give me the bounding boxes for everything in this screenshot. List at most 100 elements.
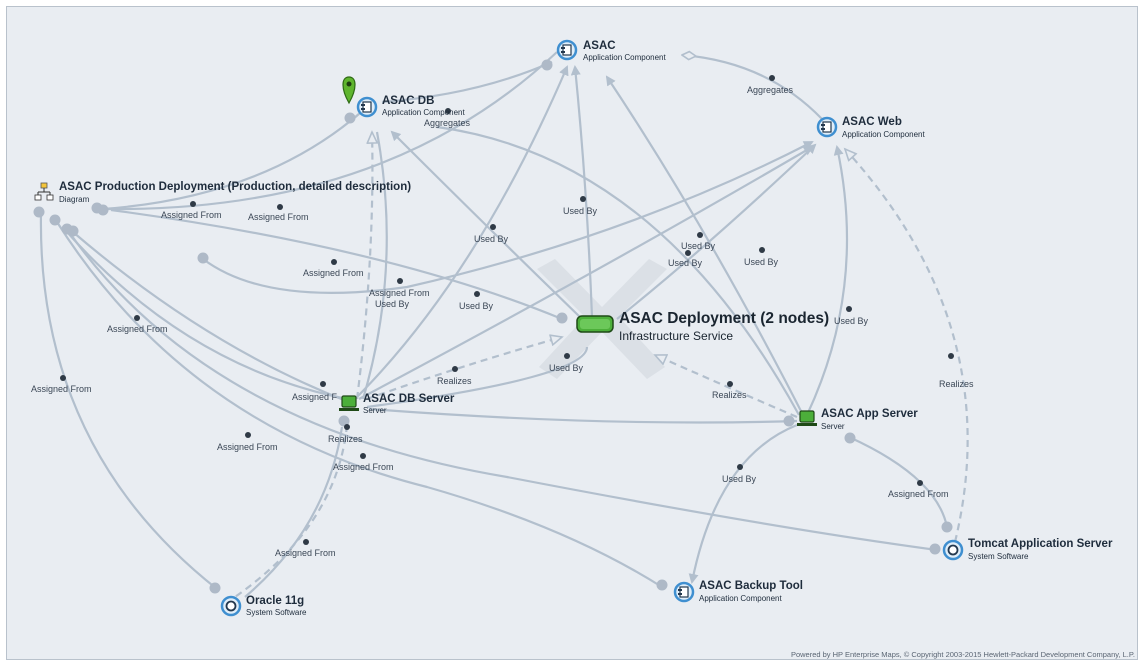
edge-aggregates-db (381, 60, 553, 104)
node-name: ASAC (583, 40, 616, 52)
edge-deploy-asac (106, 51, 558, 211)
edge-appserver-backup (688, 423, 798, 584)
infrastructure-service-icon-inner (580, 319, 610, 329)
edge-label: Realizes (328, 434, 363, 444)
edge-endpoints (33, 59, 953, 594)
edge-deploy-focus (110, 208, 563, 321)
copyright-footer: Powered by HP Enterprise Maps, © Copyrig… (791, 650, 1135, 659)
node-name: ASAC App Server (821, 408, 918, 420)
node-type: Application Component (842, 130, 925, 139)
edge-aggregates-web (682, 55, 823, 120)
server-icon (797, 410, 817, 426)
edge-dbserver-focus-realizes (366, 337, 562, 401)
node-name: Tomcat Application Server (968, 538, 1113, 550)
edge-deploy-backup (56, 221, 663, 588)
edge-appserver-asac (605, 75, 804, 416)
edge-label: Used By (681, 241, 716, 251)
edge-label: Realizes (939, 379, 974, 389)
server-icon (339, 395, 359, 411)
edge-appserver-web (806, 145, 849, 416)
system-software-icon (942, 539, 964, 561)
edge-deploy-oracle (39, 212, 218, 590)
edge-label: Used By (722, 474, 757, 484)
focus-node[interactable]: ASAC Deployment (2 nodes) Infrastructure… (576, 310, 829, 343)
node-asac-db[interactable]: ASAC DB Application Component (342, 76, 465, 118)
relationship-graph[interactable]: Aggregates Aggregates Used By Used By As… (7, 7, 1138, 660)
node-name: ASAC DB Server (363, 393, 455, 405)
edge-dbserver-appserver (366, 346, 798, 424)
edge-label: Used By (563, 206, 598, 216)
node-type: Application Component (583, 53, 666, 62)
edge-dbserver-asac (354, 65, 569, 400)
edge-dbserver-db-dash (355, 132, 372, 400)
edge-label: Aggregates (424, 118, 471, 128)
node-type: Application Component (382, 108, 465, 117)
edge-label: Assigned From (333, 462, 394, 472)
edge-label: Realizes (437, 376, 472, 386)
node-type: Server (821, 422, 845, 431)
node-asac-db-server[interactable]: ASAC DB Server Server (339, 393, 455, 415)
edge-dbserver-web (358, 145, 814, 400)
edge-label: Used By (668, 258, 703, 268)
edge-label: Assigned From (31, 384, 92, 394)
node-type: System Software (968, 552, 1029, 561)
node-tomcat[interactable]: Tomcat Application Server System Softwar… (942, 538, 1113, 561)
node-asac-app-server[interactable]: ASAC App Server Server (797, 408, 918, 431)
edge-label: Assigned From (217, 442, 278, 452)
edges (39, 51, 969, 600)
node-name: ASAC Web (842, 116, 902, 128)
edge-oracle-dbserver (244, 426, 344, 598)
edge-deploy-tomcat (68, 231, 938, 552)
node-name: ASAC Production Deployment (Production, … (59, 181, 411, 193)
edge-label: Used By (834, 316, 869, 326)
edge-label: Realizes (712, 390, 747, 400)
node-type: Diagram (59, 195, 90, 204)
node-name: ASAC DB (382, 95, 434, 107)
edge-label: Used By (744, 257, 779, 267)
node-asac-web[interactable]: ASAC Web Application Component (816, 116, 925, 139)
edge-tomcat-web-realizes (845, 149, 969, 543)
edge-appserver-focus-realizes (655, 353, 798, 419)
edge-label: Assigned From (161, 210, 222, 220)
relationship-map[interactable]: Aggregates Aggregates Used By Used By As… (6, 6, 1138, 660)
edge-midpoints (60, 75, 954, 545)
edge-label: Assigned From (888, 489, 949, 499)
diagram-icon (34, 182, 54, 201)
component-icon (816, 116, 838, 138)
node-name: ASAC Backup Tool (699, 580, 803, 592)
node-type: System Software (246, 608, 307, 617)
edge-dbserver-oracle-realizes (231, 424, 349, 600)
edge-appserver-tomcat (848, 435, 949, 528)
edge-label: Used By (549, 363, 584, 373)
node-oracle[interactable]: Oracle 11g System Software (220, 595, 307, 617)
edge-deploy-db (102, 106, 368, 211)
node-asac[interactable]: ASAC Application Component (556, 39, 666, 62)
edge-label: Assigned From (303, 268, 364, 278)
node-asac-backup-tool[interactable]: ASAC Backup Tool Application Component (673, 580, 803, 603)
edge-dbserver-db (361, 131, 388, 400)
node-type: Application Component (699, 594, 782, 603)
edge-focus-web (616, 143, 817, 320)
node-type: Server (363, 406, 387, 415)
edge-deploy-dbserver-1 (66, 231, 348, 401)
component-icon (673, 581, 695, 603)
edge-deploy-dbserver-2 (72, 231, 350, 404)
edge-focus-asac (570, 65, 594, 318)
focus-node-type: Infrastructure Service (619, 329, 733, 343)
edge-label: Aggregates (747, 85, 794, 95)
edge-to-web-long (202, 141, 814, 294)
component-icon (356, 96, 378, 118)
edge-label: Used By (459, 301, 494, 311)
node-production-deployment[interactable]: ASAC Production Deployment (Production, … (34, 181, 411, 204)
edge-label: Assigned From (107, 324, 168, 334)
edge-label: Used By (375, 299, 410, 309)
focus-node-name: ASAC Deployment (2 nodes) (619, 310, 829, 327)
edge-appserver-db (436, 125, 800, 416)
node-name: Oracle 11g (246, 595, 304, 607)
edge-label: Assigned F (292, 392, 338, 402)
edge-label: Used By (474, 234, 509, 244)
location-pin-icon (342, 76, 356, 105)
edge-label: Assigned From (275, 548, 336, 558)
edge-label: Assigned From (248, 212, 309, 222)
edge-labels: Aggregates Aggregates Used By Used By As… (31, 85, 974, 558)
